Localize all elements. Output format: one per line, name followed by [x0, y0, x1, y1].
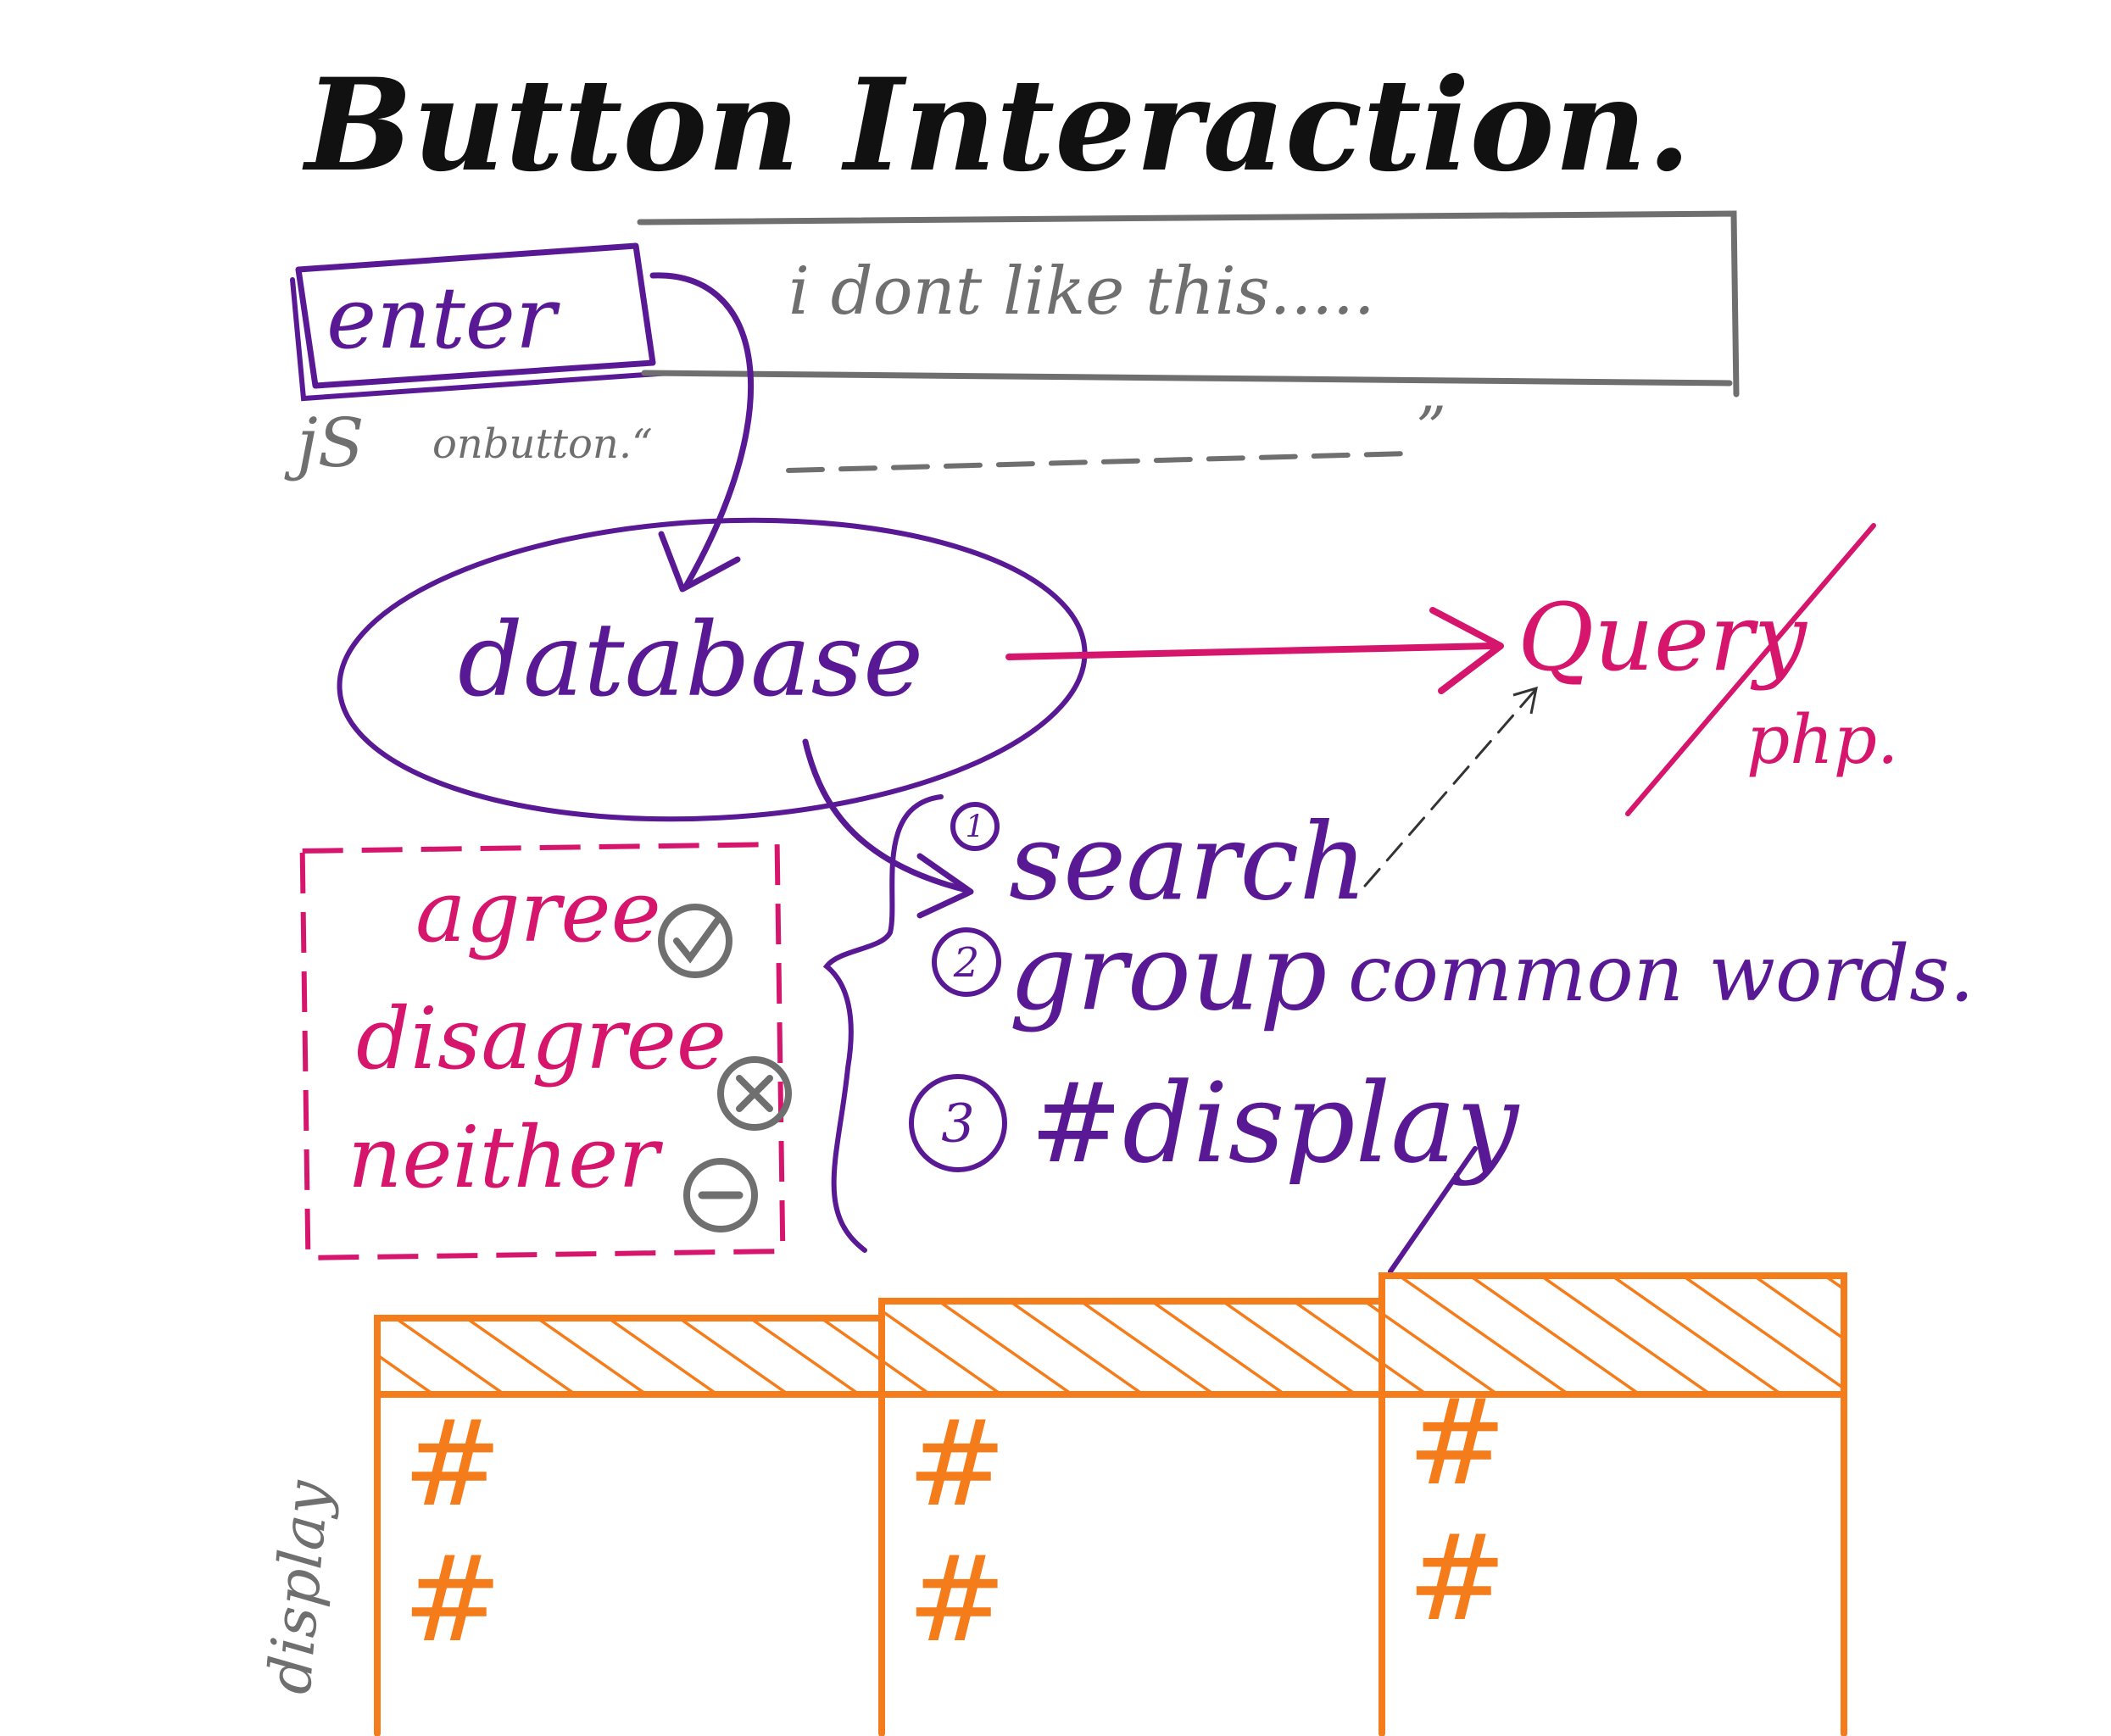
- step-extra: common words.: [1348, 928, 1975, 1019]
- display-grid: ######: [374, 1272, 1847, 1736]
- grid-column-1: ##: [374, 1315, 885, 1736]
- step-number: 3: [941, 1093, 974, 1155]
- choice-label: neither: [348, 1108, 663, 1207]
- check-circle-icon[interactable]: [658, 904, 732, 978]
- step-number: 1: [966, 810, 985, 845]
- grid-cell: #: [907, 1531, 1006, 1669]
- enter-button[interactable]: enter: [290, 242, 672, 402]
- display-side-label: display: [254, 1477, 343, 1696]
- grid-cell: #: [907, 1395, 1006, 1533]
- x-circle-icon[interactable]: [717, 1056, 792, 1131]
- js-note-prefix: jS: [284, 403, 365, 482]
- choice-label: agree: [415, 862, 661, 961]
- js-note-close-quote: ”: [1416, 394, 1446, 464]
- input-placeholder: i dont like this.....: [788, 253, 1375, 330]
- choice-disagree[interactable]: disagree: [356, 989, 792, 1131]
- step-number-badge: 3: [909, 1074, 1007, 1172]
- step-number-badge: 1: [950, 802, 1000, 851]
- grid-column-3: ##: [1379, 1272, 1847, 1736]
- minus-circle-icon[interactable]: [683, 1158, 758, 1232]
- comment-input[interactable]: i dont like this.....: [637, 210, 1740, 398]
- php-label: php.: [1746, 700, 1898, 779]
- grid-cell: #: [403, 1395, 502, 1533]
- grid-cell: #: [1407, 1374, 1507, 1512]
- database-label: database: [458, 602, 923, 720]
- step-text: search: [1009, 801, 1367, 924]
- choice-agree[interactable]: agree: [415, 862, 732, 978]
- step-1: 1 search: [950, 801, 1367, 924]
- step-text: #display: [1030, 1059, 1520, 1188]
- database-node: database: [337, 517, 1088, 822]
- step-number-badge: 2: [932, 927, 1001, 997]
- choice-label: disagree: [356, 989, 727, 1088]
- arrow-search-to-query: [1363, 686, 1538, 887]
- grid-column-header: [878, 1298, 1385, 1398]
- grid-cell: #: [403, 1531, 502, 1669]
- steps-brace: [822, 794, 944, 1253]
- step-number: 2: [953, 939, 980, 987]
- grid-column-header: [1379, 1272, 1847, 1398]
- query-php-node: Query php.: [1518, 523, 1898, 816]
- enter-button-label: enter: [326, 269, 560, 368]
- connector-display-to-grid: [1388, 1146, 1478, 1274]
- choices-list: agree disagree neither: [348, 862, 792, 1232]
- choice-neither[interactable]: neither: [348, 1108, 758, 1232]
- choices-box: [299, 842, 786, 1260]
- arrow-enter-to-database: [649, 272, 754, 593]
- js-note-text: onbutton.“: [432, 420, 653, 468]
- arrow-database-to-query: [1005, 607, 1504, 694]
- step-text: group: [1009, 911, 1328, 1034]
- page-title: Button Interaction.: [302, 51, 1691, 200]
- query-label: Query: [1518, 583, 1808, 692]
- grid-cell: #: [1407, 1510, 1507, 1648]
- step-3: 3 #display: [909, 1059, 1520, 1188]
- grid-column-header: [374, 1315, 885, 1398]
- grid-column-2: ##: [878, 1298, 1385, 1736]
- js-note: jS onbutton.“ ”: [284, 394, 1446, 482]
- arrow-database-to-steps: [802, 738, 974, 919]
